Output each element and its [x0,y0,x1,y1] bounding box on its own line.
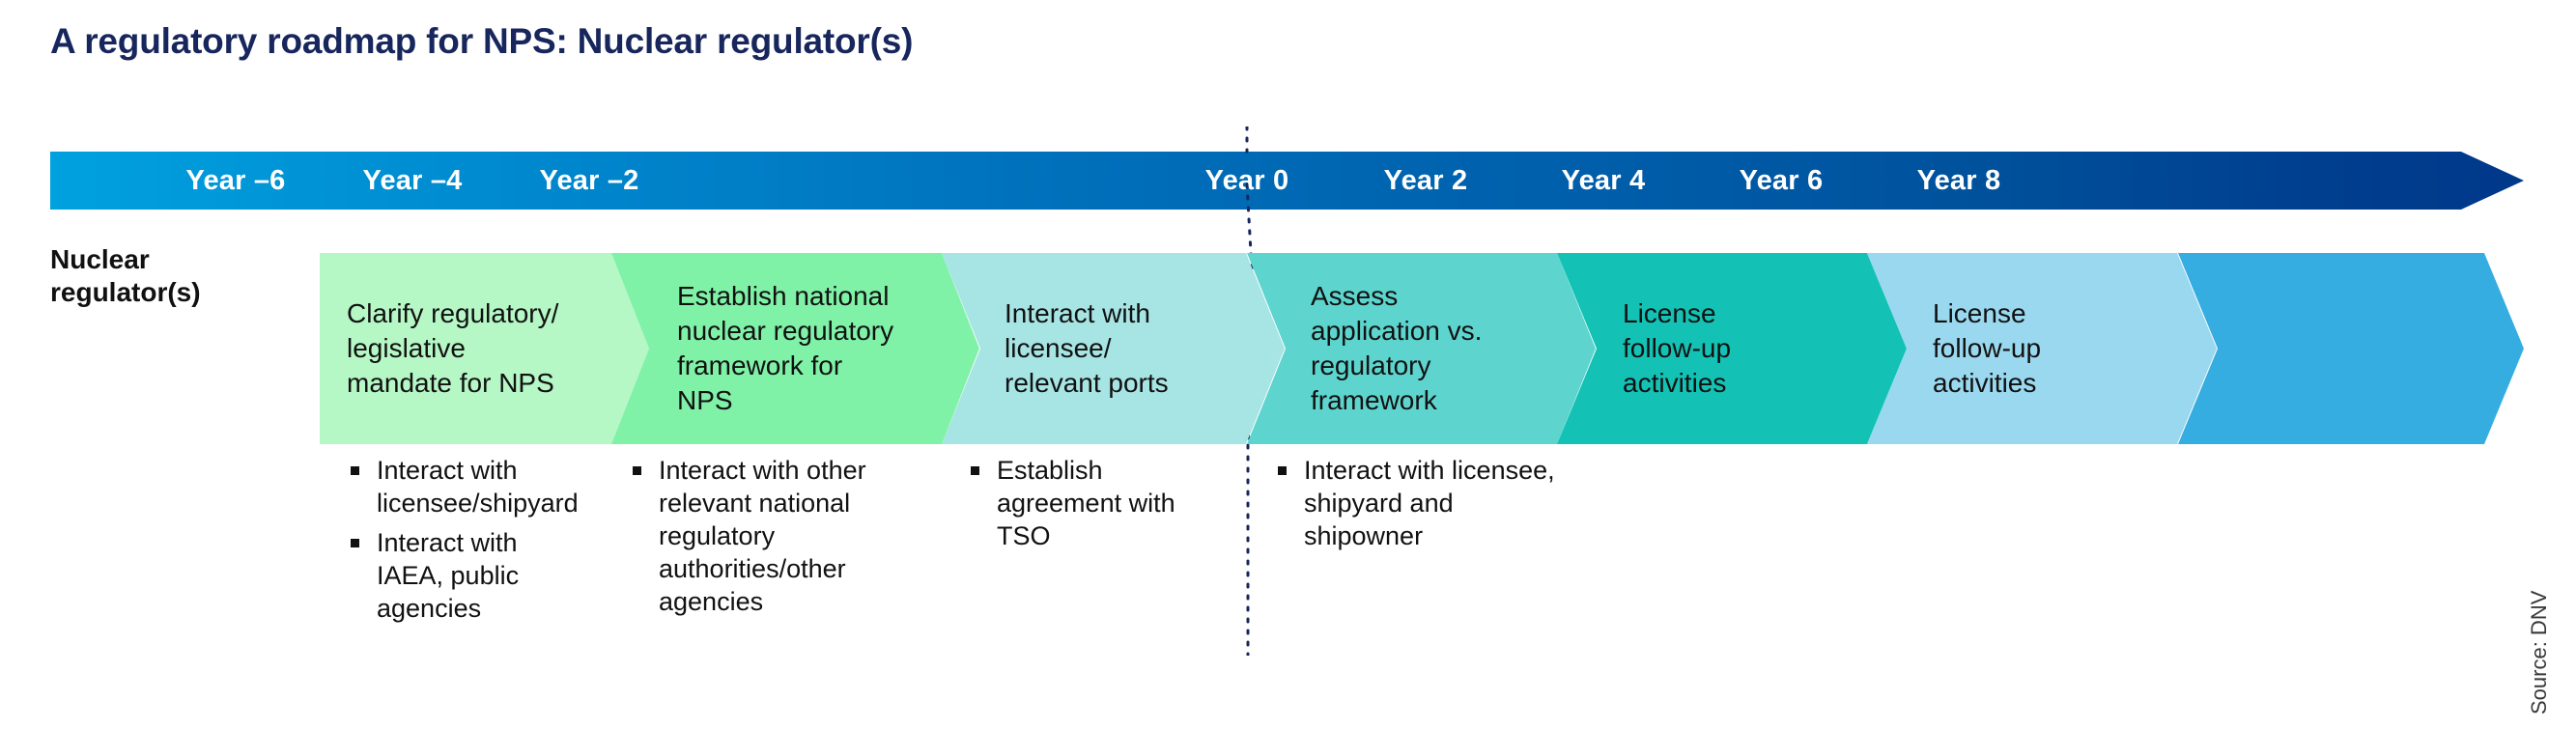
bullet-square-icon [351,539,359,548]
phase-label-text: License follow-up activities [1623,298,1732,398]
year-label-1: Year –4 [362,165,463,196]
bullet-column-col-interact-ports: Establish agreement with TSO [966,454,1183,559]
phase-chevron-license-follow-up-2[interactable]: License follow-up activities [1867,253,2217,444]
bullet-item: Interact with licensee/shipyard [346,454,582,519]
year-label-6: Year 6 [1739,165,1824,196]
bullet-text: Interact with licensee, shipyard and shi… [1304,456,1555,551]
timeline-axis: Year –6 Year –4 Year –2 Year 0 Year 2 Year 4 Y… [50,152,2524,210]
page-title: A regulatory roadmap for NPS: Nuclear re… [50,21,914,61]
year-label-0: Year –6 [185,165,286,196]
phase-chevron-license-follow-up-1[interactable]: License follow-up activities [1557,253,1907,444]
bullet-square-icon [351,466,359,475]
phase-label-interact-licensee-ports: Interact with licensee/ relevant ports [942,253,1285,444]
year-label-4: Year 2 [1383,165,1468,196]
year-label-3: Year 0 [1204,165,1289,196]
phase-label-text: Interact with licensee/ relevant ports [1005,298,1169,398]
source-label: Source: DNV [2527,590,2551,715]
bullet-text: Interact with IAEA, public agencies [377,528,520,624]
bullet-square-icon [1278,466,1287,475]
phase-label-text: License follow-up activities [1933,298,2042,398]
bullet-item: Establish agreement with TSO [966,454,1183,552]
row-label-nuclear-regulators: Nuclear regulator(s) [50,243,306,309]
phase-label-license-follow-up-2: License follow-up activities [1867,253,2217,444]
bullet-text: Interact with other relevant national re… [659,456,866,617]
year-label-2: Year –2 [539,165,639,196]
bullet-item: Interact with licensee, shipyard and shi… [1273,454,1563,552]
source-credit: Source: DNV [2525,483,2554,715]
phase-chevron-band: Clarify regulatory/ legislative mandate … [0,253,2576,444]
row-label-line-1: Nuclear [50,244,150,274]
phase-chevron-clarify-mandate[interactable]: Clarify regulatory/ legislative mandate … [320,253,649,444]
phase-label-text: Assess application vs. regulatory framew… [1311,281,1483,415]
bullet-square-icon [633,466,641,475]
bullet-text: Interact with licensee/shipyard [377,456,579,519]
year-label-5: Year 4 [1561,165,1646,196]
phase-chevron-establish-framework[interactable]: Establish national nuclear regulatory fr… [611,253,979,444]
phase-label-assess-application: Assess application vs. regulatory framew… [1247,253,1596,444]
phase-chevron-final-open[interactable] [2178,253,2524,444]
bullet-square-icon [971,466,979,475]
bullet-column-col-assess: Interact with licensee, shipyard and shi… [1273,454,1563,559]
timeline-gradient-arrow [50,152,2524,210]
bullet-item: Interact with IAEA, public agencies [346,526,582,625]
phase-chevron-assess-application[interactable]: Assess application vs. regulatory framew… [1247,253,1596,444]
phase-label-text: Clarify regulatory/ legislative mandate … [347,298,559,398]
phase-label-license-follow-up-1: License follow-up activities [1557,253,1907,444]
phase-chevron-interact-licensee-ports[interactable]: Interact with licensee/ relevant ports [942,253,1285,444]
year-label-7: Year 8 [1916,165,2001,196]
phase-label-final-open [2178,253,2524,444]
bullet-column-col-framework: Interact with other relevant national re… [628,454,884,625]
row-label-line-2: regulator(s) [50,277,201,308]
phase-label-clarify-mandate: Clarify regulatory/ legislative mandate … [320,253,649,444]
phase-label-text: Establish national nuclear regulatory fr… [677,281,894,415]
phase-label-establish-framework: Establish national nuclear regulatory fr… [611,253,979,444]
bullet-item: Interact with other relevant national re… [628,454,884,618]
bullet-text: Establish agreement with TSO [997,456,1175,551]
